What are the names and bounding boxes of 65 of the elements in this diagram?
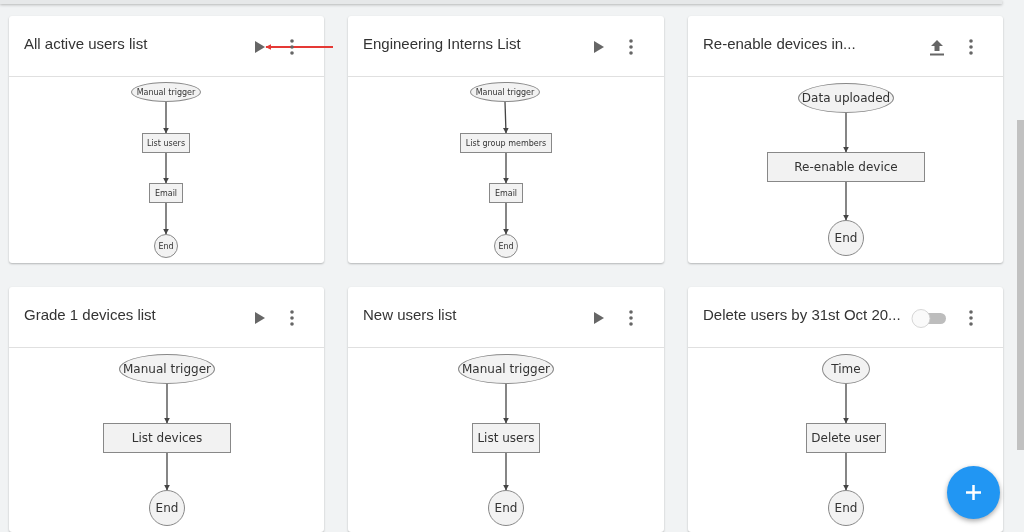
- arrow: [503, 383, 509, 424]
- step-box: [103, 423, 231, 453]
- arrow: [503, 152, 509, 184]
- node-label: End: [834, 231, 858, 245]
- flow-card: [688, 287, 1003, 532]
- end-circle: [488, 490, 524, 526]
- node-label: List users: [146, 138, 186, 148]
- node-label: Manual trigger: [462, 362, 550, 376]
- step-box: [767, 152, 925, 182]
- node-label: End: [834, 501, 858, 515]
- flow-card: [9, 287, 324, 532]
- node-label: Manual trigger: [123, 362, 211, 376]
- node-label: Data uploaded: [801, 91, 891, 105]
- step-box: [142, 133, 190, 153]
- arrow: [843, 181, 849, 221]
- node-label: End: [158, 241, 174, 251]
- arrow: [164, 383, 170, 424]
- arrow: [164, 452, 170, 491]
- card-title: Grade 1 devices list: [24, 306, 156, 323]
- card-title: All active users list: [24, 35, 148, 52]
- step-box: [472, 423, 540, 453]
- arrow: [163, 101, 169, 134]
- node-label: Manual trigger: [475, 87, 535, 97]
- step-box: [460, 133, 552, 153]
- flow-card: [348, 287, 664, 532]
- end-circle: [149, 490, 185, 526]
- arrow: [843, 452, 849, 491]
- flow-card: [9, 16, 324, 263]
- step-box: [149, 183, 183, 203]
- end-circle: [494, 234, 518, 258]
- arrow: [163, 152, 169, 184]
- end-circle: [828, 220, 864, 256]
- node-label: End: [155, 501, 179, 515]
- trigger-ellipse: [470, 82, 540, 102]
- node-label: Re-enable device: [794, 160, 898, 174]
- card-title: Delete users by 31st Oct 20...: [703, 306, 901, 323]
- arrow: [502, 101, 509, 134]
- node-label: End: [494, 501, 518, 515]
- node-label: Email: [494, 188, 518, 198]
- node-label: Email: [154, 188, 178, 198]
- end-circle: [828, 490, 864, 526]
- node-label: List users: [477, 431, 535, 445]
- node-label: Manual trigger: [136, 87, 196, 97]
- pointer-arrow: [265, 44, 334, 50]
- card-title: Engineering Interns List: [363, 35, 521, 52]
- node-label: List group members: [465, 138, 547, 148]
- end-circle: [154, 234, 178, 258]
- flow-card: [688, 16, 1003, 263]
- step-box: [806, 423, 886, 453]
- step-box: [489, 183, 523, 203]
- node-label: Time: [831, 362, 861, 376]
- card-title: New users list: [363, 306, 457, 323]
- arrow: [503, 452, 509, 491]
- flow-card: [348, 16, 664, 263]
- arrow: [163, 202, 169, 235]
- node-label: List devices: [131, 431, 203, 445]
- arrow: [843, 383, 849, 424]
- arrow: [503, 202, 509, 235]
- node-label: Delete user: [811, 431, 881, 445]
- node-label: End: [498, 241, 514, 251]
- trigger-ellipse: [822, 354, 870, 384]
- arrow: [843, 112, 849, 153]
- card-title: Re-enable devices in...: [703, 35, 856, 52]
- trigger-ellipse: [131, 82, 201, 102]
- play-icon: [254, 41, 266, 53]
